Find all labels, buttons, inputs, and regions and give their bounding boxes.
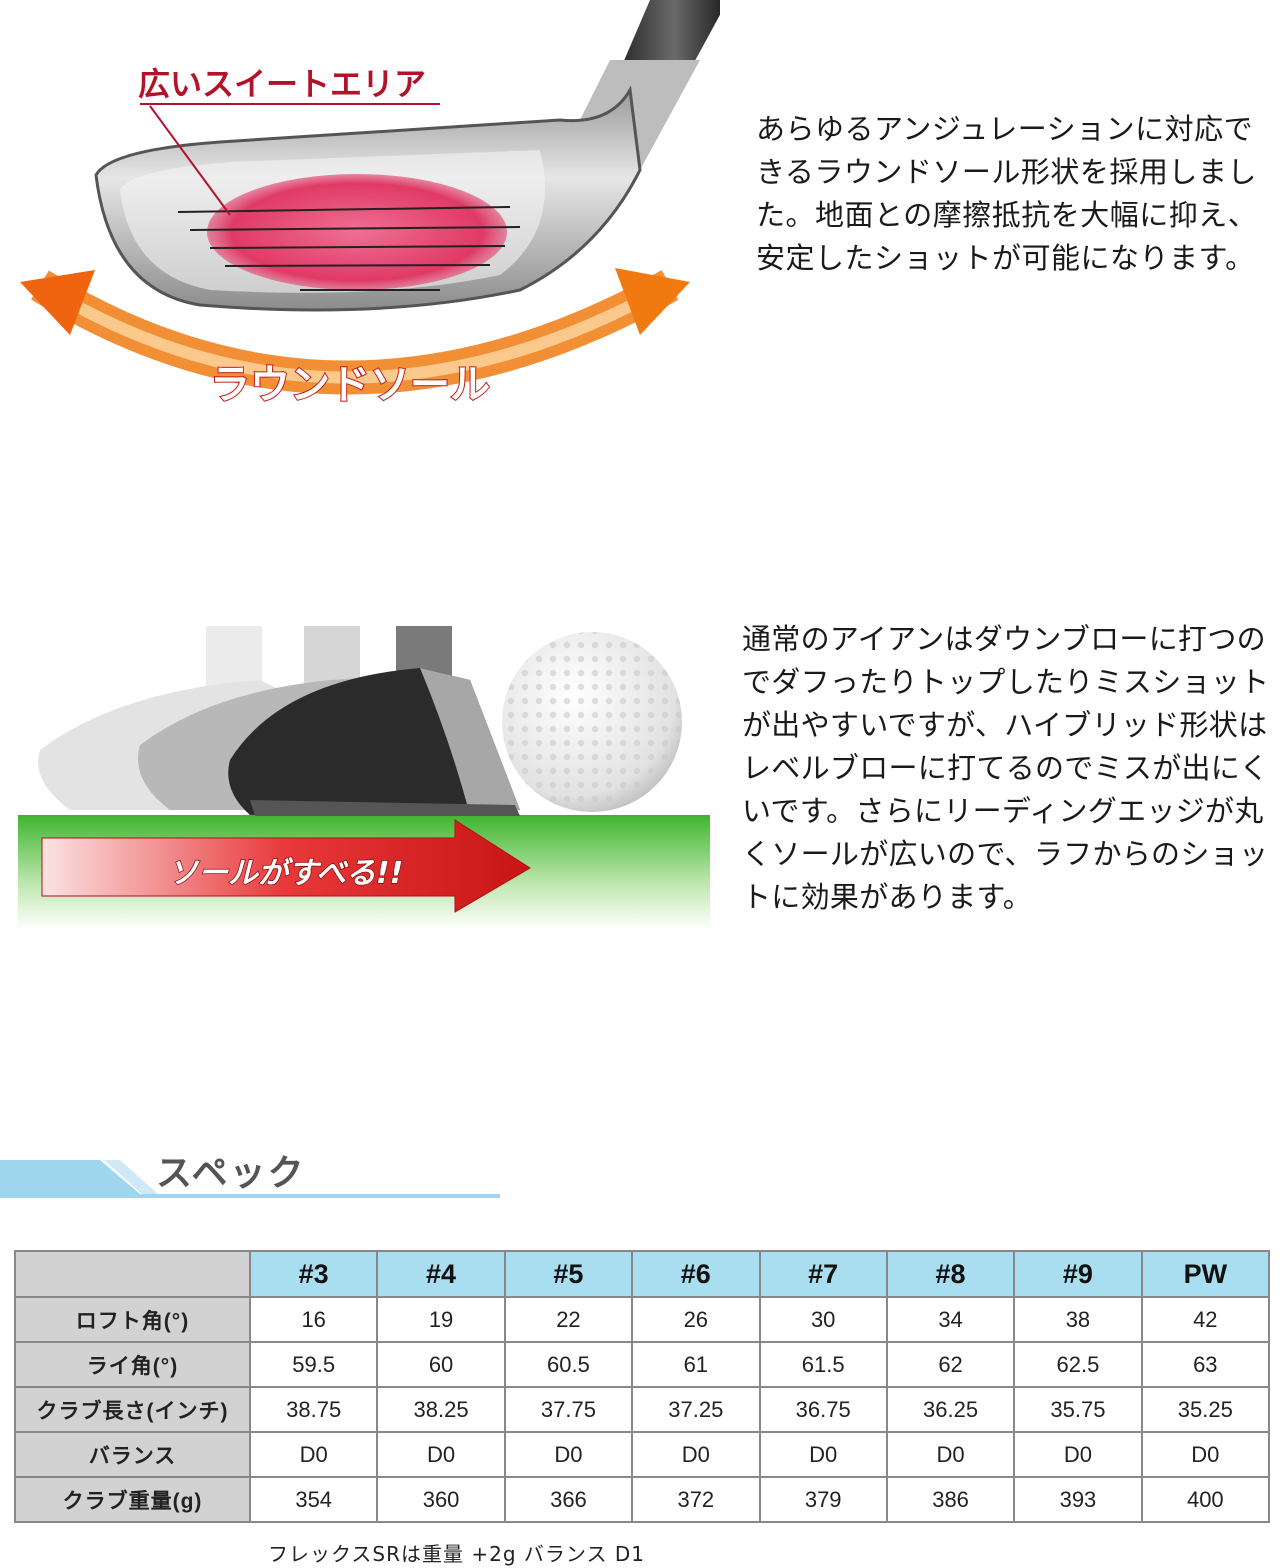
table-cell: 35.75 bbox=[1013, 1386, 1143, 1433]
table-cell: 366 bbox=[503, 1476, 634, 1523]
column-header: #8 bbox=[885, 1250, 1016, 1298]
table-cell: D0 bbox=[376, 1431, 506, 1478]
table-row: ライ角(°) 59.5 60 60.5 61 61.5 62 62.5 63 bbox=[14, 1341, 1271, 1388]
table-row: バランス D0 D0 D0 D0 D0 D0 D0 D0 bbox=[14, 1431, 1271, 1478]
column-header: #6 bbox=[631, 1250, 761, 1298]
row-label: ライ角(°) bbox=[14, 1341, 251, 1388]
column-header: #9 bbox=[1013, 1250, 1143, 1298]
round-sole-arrow-label: ラウンドソール bbox=[210, 362, 490, 408]
table-cell: D0 bbox=[631, 1431, 761, 1478]
sweet-area-callout: 広いスイートエリア bbox=[138, 65, 426, 103]
table-cell: 386 bbox=[885, 1476, 1016, 1523]
column-header: PW bbox=[1140, 1250, 1271, 1298]
table-cell: 19 bbox=[376, 1296, 506, 1343]
spec-corner-cell bbox=[14, 1250, 251, 1298]
row-label: クラブ重量(g) bbox=[14, 1476, 251, 1523]
table-cell: 60.5 bbox=[503, 1341, 634, 1388]
table-cell: 30 bbox=[758, 1296, 888, 1343]
round-sole-description: あらゆるアンジュレーションに対応できるラウンドソール形状を採用しました。地面との… bbox=[756, 112, 1258, 275]
table-cell: D0 bbox=[758, 1431, 888, 1478]
sliding-sole-description: 通常のアイアンはダウンブローに打つのでダフったりトップしたりミスショットが出やす… bbox=[742, 622, 1270, 914]
row-label: ロフト角(°) bbox=[14, 1296, 251, 1343]
sliding-sole-illustration: ソールがすべる!! bbox=[18, 626, 710, 930]
table-cell: 16 bbox=[248, 1296, 379, 1343]
table-cell: 62.5 bbox=[1013, 1341, 1143, 1388]
round-sole-illustration: 広いスイートエリア ラウンドソール bbox=[20, 0, 720, 409]
table-cell: 62 bbox=[885, 1341, 1016, 1388]
row-label: バランス bbox=[14, 1431, 251, 1478]
spec-table: #3 #4 #5 #6 #7 #8 #9 PW ロフト角(°) 16 19 22… bbox=[14, 1250, 1271, 1523]
table-cell: 354 bbox=[248, 1476, 379, 1523]
column-header: #7 bbox=[758, 1250, 888, 1298]
table-cell: 400 bbox=[1140, 1476, 1271, 1523]
table-row: クラブ重量(g) 354 360 366 372 379 386 393 400 bbox=[14, 1476, 1271, 1523]
column-header: #4 bbox=[376, 1250, 506, 1298]
table-cell: D0 bbox=[248, 1431, 379, 1478]
table-cell: 36.25 bbox=[885, 1386, 1016, 1433]
table-cell: 393 bbox=[1013, 1476, 1143, 1523]
table-cell: 59.5 bbox=[248, 1341, 379, 1388]
table-cell: 60 bbox=[376, 1341, 506, 1388]
table-cell: D0 bbox=[1013, 1431, 1143, 1478]
table-cell: D0 bbox=[1140, 1431, 1271, 1478]
table-cell: 372 bbox=[631, 1476, 761, 1523]
spec-header-row: #3 #4 #5 #6 #7 #8 #9 PW bbox=[14, 1250, 1271, 1298]
table-cell: 22 bbox=[503, 1296, 634, 1343]
table-row: クラブ長さ(インチ) 38.75 38.25 37.75 37.25 36.75… bbox=[14, 1386, 1271, 1433]
table-cell: D0 bbox=[885, 1431, 1016, 1478]
table-cell: D0 bbox=[503, 1431, 634, 1478]
table-cell: 35.25 bbox=[1140, 1386, 1271, 1433]
sole-slides-arrow-label: ソールがすべる!! bbox=[168, 856, 403, 891]
spec-header-banner bbox=[0, 1160, 500, 1198]
table-cell: 38.25 bbox=[376, 1386, 506, 1433]
table-cell: 37.25 bbox=[631, 1386, 761, 1433]
table-row: ロフト角(°) 16 19 22 26 30 34 38 42 bbox=[14, 1296, 1271, 1343]
table-cell: 379 bbox=[758, 1476, 888, 1523]
table-cell: 34 bbox=[885, 1296, 1016, 1343]
table-cell: 61 bbox=[631, 1341, 761, 1388]
column-header: #5 bbox=[503, 1250, 634, 1298]
table-cell: 63 bbox=[1140, 1341, 1271, 1388]
table-cell: 360 bbox=[376, 1476, 506, 1523]
column-header: #3 bbox=[248, 1250, 379, 1298]
table-cell: 42 bbox=[1140, 1296, 1271, 1343]
table-cell: 38 bbox=[1013, 1296, 1143, 1343]
spec-footnote: フレックスSRは重量 +2g バランス D1 bbox=[268, 1542, 645, 1566]
table-cell: 26 bbox=[631, 1296, 761, 1343]
row-label: クラブ長さ(インチ) bbox=[14, 1386, 251, 1433]
table-cell: 36.75 bbox=[758, 1386, 888, 1433]
table-cell: 61.5 bbox=[758, 1341, 888, 1388]
spec-title: スペック bbox=[156, 1153, 306, 1194]
table-cell: 37.75 bbox=[503, 1386, 634, 1433]
table-cell: 38.75 bbox=[248, 1386, 379, 1433]
